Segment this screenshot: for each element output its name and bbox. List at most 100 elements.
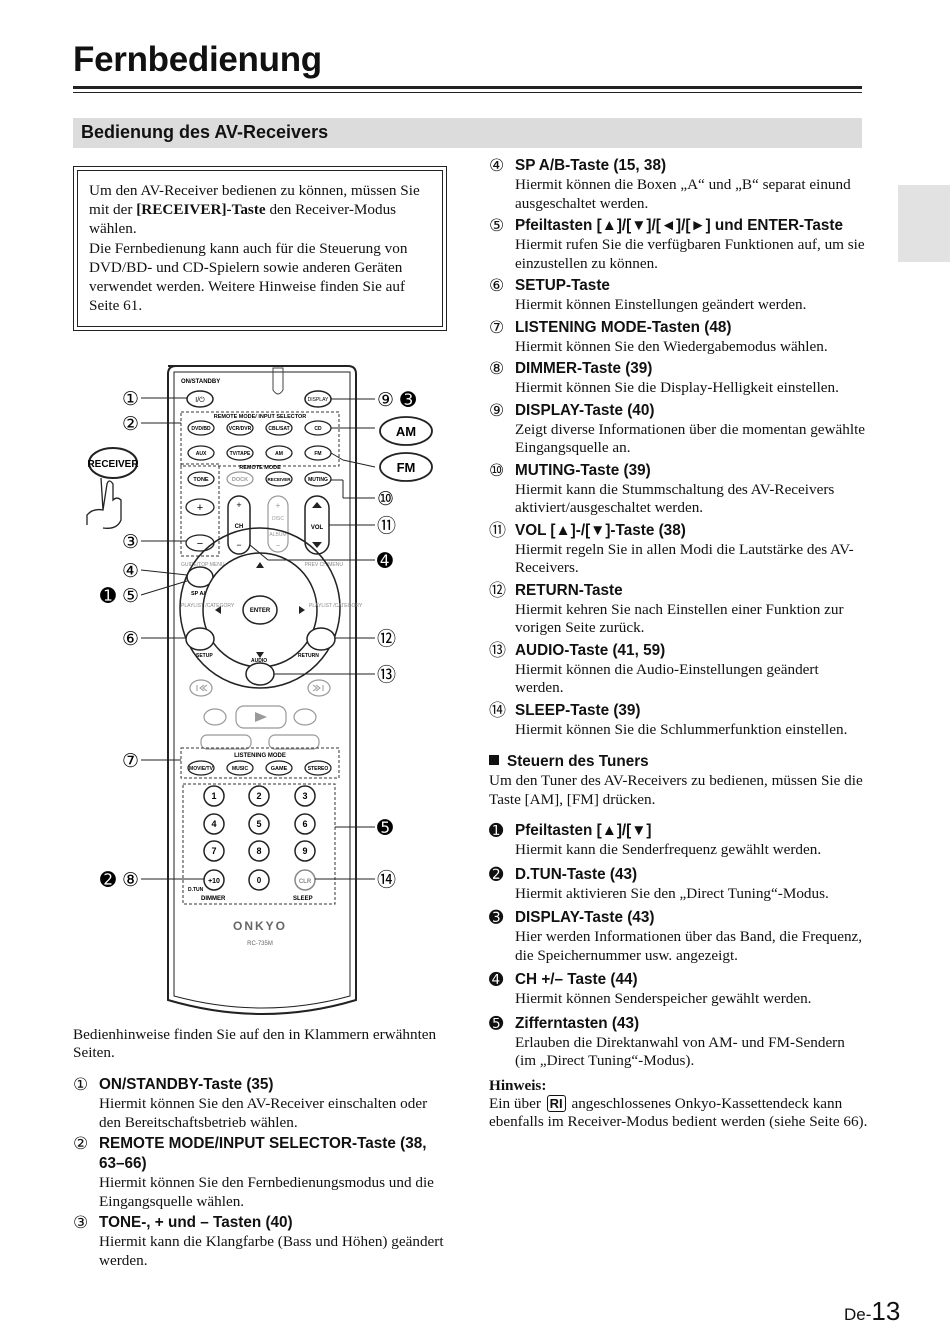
- tv-tape-button[interactable]: TV/TAPE: [226, 445, 254, 461]
- cbl-sat-button[interactable]: CBL/SAT: [265, 420, 293, 436]
- fm-small-button[interactable]: FM: [304, 445, 332, 461]
- tone-button[interactable]: TONE: [187, 471, 215, 487]
- section-bar: Bedienung des AV-Receivers: [73, 118, 862, 148]
- item-number: ➋: [489, 864, 504, 885]
- digit-label: 7: [211, 846, 216, 856]
- vcr-dvr-button[interactable]: VCR/DVR: [226, 420, 254, 436]
- zero-button[interactable]: 0: [248, 869, 270, 891]
- digit-button-1[interactable]: 1: [203, 785, 225, 807]
- label-setup: SETUP: [196, 653, 213, 659]
- callout-6: ⑥: [122, 628, 139, 650]
- audio-button[interactable]: [245, 662, 275, 686]
- stop-button[interactable]: [268, 734, 320, 750]
- plus10-button[interactable]: +10: [203, 869, 225, 891]
- on-standby-button[interactable]: I/⏻: [186, 390, 214, 408]
- dvd-bd-label: DVD/BD: [191, 426, 211, 432]
- item-number: ⑬: [489, 640, 506, 661]
- music-button[interactable]: MUSIC: [226, 760, 254, 776]
- item-number: ➌: [489, 908, 504, 928]
- vcr-dvr-label: VCR/DVR: [229, 426, 252, 432]
- item-heading-text: Pfeiltasten [▲]/[▼]/[◄]/[►] und ENTER-Ta…: [515, 217, 843, 234]
- display-button[interactable]: DISPLAY: [304, 390, 332, 408]
- callout-4: ④: [122, 560, 139, 582]
- digit-button-9[interactable]: 9: [294, 840, 316, 862]
- arrow-up-icon[interactable]: [256, 562, 264, 568]
- digit-button-6[interactable]: 6: [294, 813, 316, 835]
- digit-button-3[interactable]: 3: [294, 785, 316, 807]
- arrow-right-icon[interactable]: [299, 606, 305, 614]
- enter-button[interactable]: ENTER: [242, 595, 278, 625]
- stereo-button[interactable]: STEREO: [304, 760, 332, 776]
- aux-button[interactable]: AUX: [187, 445, 215, 461]
- page-prefix: De-: [844, 1305, 872, 1324]
- disc-minus-icon: −: [276, 541, 281, 550]
- return-button[interactable]: [306, 627, 336, 651]
- vol-rocker[interactable]: VOL: [304, 495, 330, 555]
- digit-button-4[interactable]: 4: [203, 813, 225, 835]
- brand-logo: ONKYO: [233, 919, 287, 933]
- dock-button[interactable]: DOCK: [226, 471, 254, 487]
- tone-plus-button[interactable]: +: [185, 498, 215, 516]
- tone-minus-button[interactable]: −: [185, 534, 215, 552]
- tuner-intro: Um den Tuner des AV-Receivers zu bediene…: [489, 772, 863, 808]
- callout-7: ⑦: [122, 750, 139, 772]
- digit-button-8[interactable]: 8: [248, 840, 270, 862]
- music-label: MUSIC: [232, 766, 249, 772]
- callout-13: ⑬: [377, 664, 396, 686]
- page-number-value: 13: [871, 1296, 901, 1326]
- fm-big-label: FM: [397, 460, 416, 475]
- fast-forward-button[interactable]: [293, 708, 317, 726]
- receiver-small-button[interactable]: RECEIVER: [265, 471, 293, 487]
- item-heading-text: Pfeiltasten [▲]/[▼]: [515, 822, 652, 839]
- movie-tv-button[interactable]: MOVIE/TV: [187, 760, 215, 776]
- right-item-body: Hiermit kehren Sie nach Einstellen einer…: [515, 600, 844, 637]
- enter-label: ENTER: [250, 608, 271, 614]
- arrow-down-icon[interactable]: [256, 652, 264, 658]
- tuner-heading: Steuern des Tuners: [489, 752, 869, 772]
- receiver-big-button[interactable]: RECEIVER: [87, 447, 139, 479]
- item-heading-text: SP A/B-Taste (15, 38): [515, 157, 667, 174]
- fm-big-button[interactable]: FM: [379, 452, 433, 482]
- pause-button[interactable]: [200, 734, 252, 750]
- label-playlist-left: PLAYLIST /CATEGORY: [181, 603, 235, 609]
- clr-button[interactable]: CLR: [294, 869, 316, 891]
- skip-forward-button[interactable]: [307, 679, 331, 697]
- disc-album-rocker[interactable]: + DISC ALBUM −: [267, 495, 289, 553]
- ch-label: CH: [235, 524, 244, 530]
- arrow-left-icon[interactable]: [215, 606, 221, 614]
- callout-12: ⑫: [377, 628, 396, 650]
- rewind-button[interactable]: [203, 708, 227, 726]
- cd-button[interactable]: CD: [304, 420, 332, 436]
- game-button[interactable]: GAME: [265, 760, 293, 776]
- am-small-label: AM: [275, 451, 283, 457]
- callout-8: ➋ ⑧: [100, 869, 139, 891]
- dvd-bd-button[interactable]: DVD/BD: [187, 420, 215, 436]
- digit-button-2[interactable]: 2: [248, 785, 270, 807]
- muting-button[interactable]: MUTING: [304, 471, 332, 487]
- am-big-button[interactable]: AM: [379, 416, 433, 446]
- item-number: ④: [489, 156, 505, 176]
- digit-button-5[interactable]: 5: [248, 813, 270, 835]
- am-small-button[interactable]: AM: [265, 445, 293, 461]
- item-number: ⑨: [489, 400, 505, 421]
- skip-back-button[interactable]: [189, 679, 213, 697]
- setup-button[interactable]: [185, 627, 215, 651]
- digit-button-7[interactable]: 7: [203, 840, 225, 862]
- ch-rocker[interactable]: + CH −: [227, 495, 251, 555]
- am-big-label: AM: [396, 424, 416, 439]
- right-item-body: Hiermit können Sie die Display-Helligkei…: [515, 379, 839, 396]
